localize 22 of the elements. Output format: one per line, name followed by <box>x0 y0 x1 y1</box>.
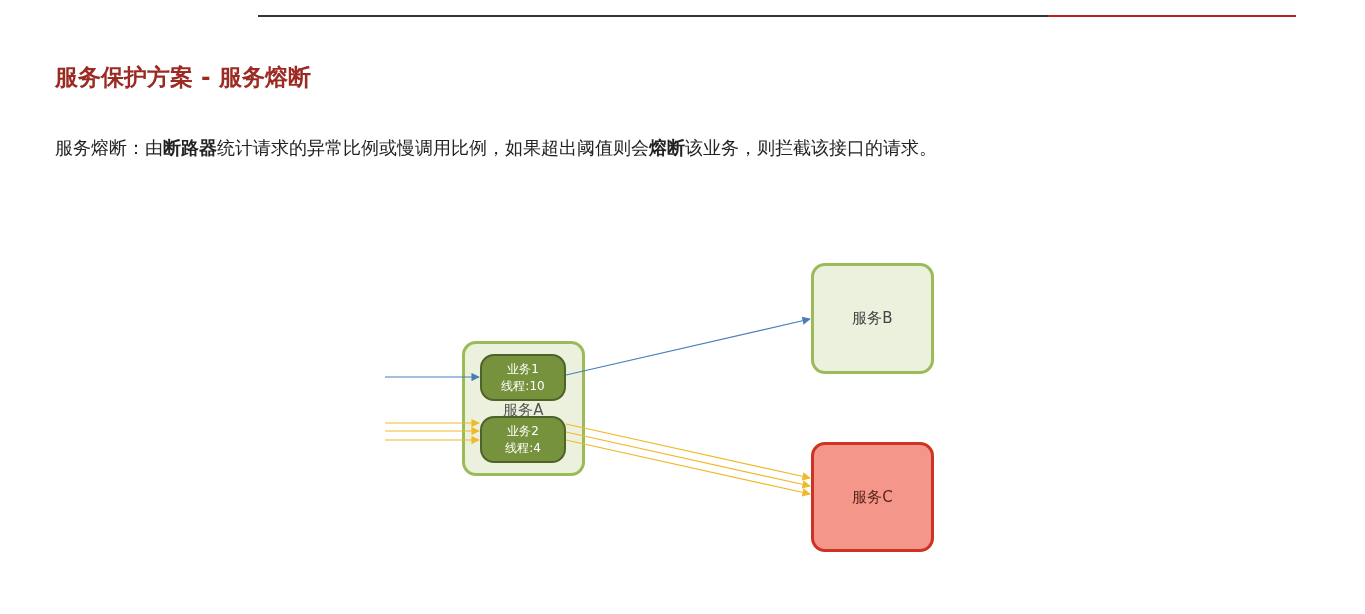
node-detail: 线程:4 <box>505 439 541 457</box>
node-detail: 线程:10 <box>501 377 545 395</box>
slide-title: 服务保护方案 - 服务熔断 <box>55 63 311 92</box>
node-title: 业务1 <box>507 360 539 378</box>
arrow <box>565 316 811 376</box>
service-container <box>462 341 585 476</box>
arrow <box>384 418 480 428</box>
container-title: 服务A <box>502 401 545 420</box>
arrow <box>384 372 480 382</box>
arrow <box>565 431 811 489</box>
node-title: 业务2 <box>507 422 539 440</box>
arrow <box>384 435 480 445</box>
description-text: 服务熔断：由断路器统计请求的异常比例或慢调用比例，如果超出阈值则会熔断该业务，则拦截该接口的请求。 <box>55 136 937 160</box>
service-box <box>811 263 934 374</box>
arrow <box>565 439 811 497</box>
node-title: 服务B <box>852 309 893 328</box>
node-title: 服务C <box>852 487 893 507</box>
arrow <box>565 423 811 481</box>
business-box <box>480 416 566 463</box>
arrow <box>384 426 480 436</box>
service-box <box>811 442 934 552</box>
business-box <box>480 354 566 401</box>
